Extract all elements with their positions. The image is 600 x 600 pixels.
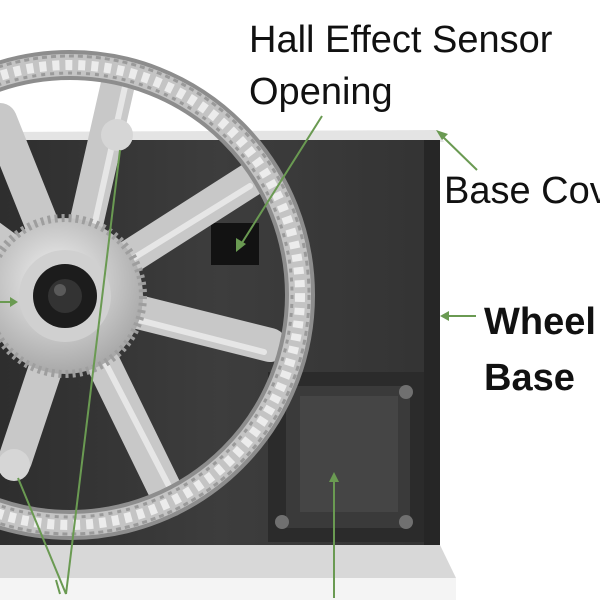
hall-sensor-label: Hall Effect Sensor Opening: [249, 14, 552, 118]
wheel-base-label-line2: Base: [484, 357, 575, 399]
wheel-base-label-line1: Wheel: [484, 301, 596, 343]
base-cover-leader: [439, 133, 478, 171]
base-cover-label: Base Cov: [444, 170, 600, 212]
wheel-base-label: Wheel Base: [484, 294, 596, 406]
floor: [0, 578, 456, 600]
leader-lines: [0, 115, 478, 598]
hall-sensor-label-line1: Hall Effect Sensor: [249, 19, 553, 61]
axle-bolt: [48, 279, 82, 313]
base-bottom-lip: [0, 545, 456, 578]
screw-icon: [399, 515, 413, 529]
hall-sensor-opening: [211, 223, 259, 265]
wheel: [0, 50, 315, 540]
spoke-leader-2: [17, 477, 67, 595]
hall-sensor-label-line2: Opening: [249, 71, 393, 113]
spoke-leader-1: [65, 149, 121, 595]
spoke-boss: [101, 119, 133, 151]
screw-icon: [275, 515, 289, 529]
wheel-base-edge: [424, 140, 440, 560]
spoke-boss: [0, 449, 30, 481]
screw-icon: [399, 385, 413, 399]
hall-sensor-leader: [239, 115, 323, 247]
